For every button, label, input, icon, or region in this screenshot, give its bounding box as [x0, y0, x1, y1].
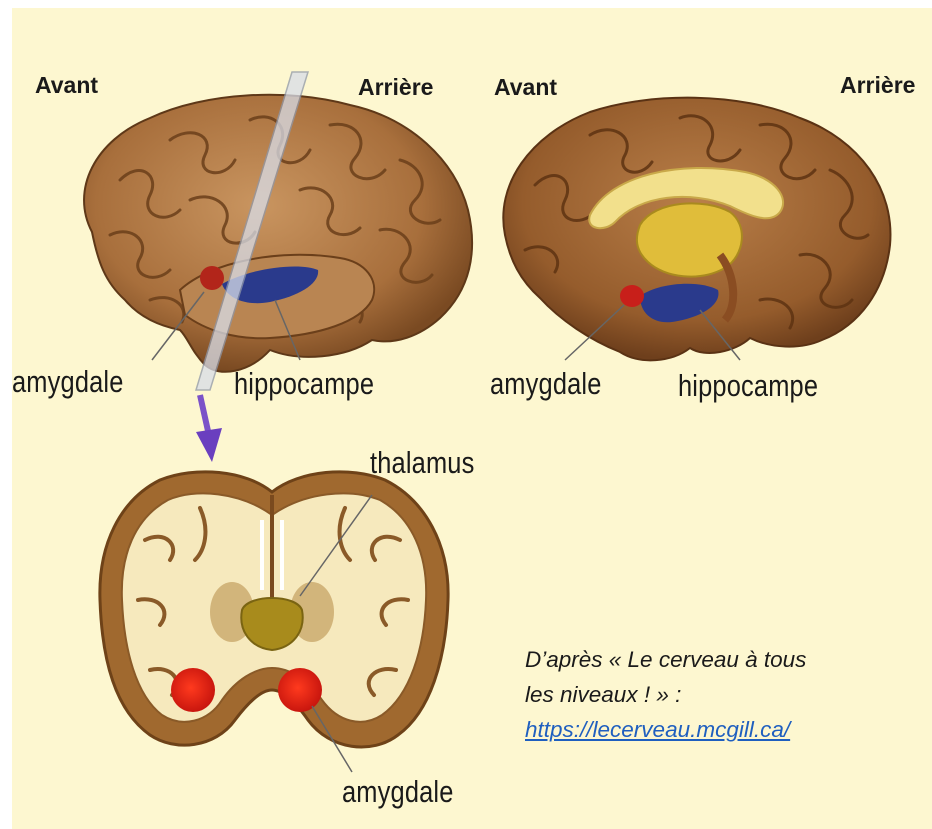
- credit-line-1: D’après « Le cerveau à tous: [525, 642, 915, 677]
- source-credit: D’après « Le cerveau à tous les niveaux …: [525, 642, 915, 747]
- lateral-amygdala: [200, 266, 224, 290]
- section-amygdala-right: [278, 668, 322, 712]
- label-front-right: Avant: [494, 74, 557, 101]
- label-back-left: Arrière: [358, 74, 433, 101]
- label-hippocampus-lateral: hippocampe: [234, 366, 374, 402]
- source-link[interactable]: https://lecerveau.mcgill.ca/: [525, 717, 790, 742]
- medial-brain: [503, 98, 890, 361]
- coronal-section: [100, 472, 448, 772]
- label-front-left: Avant: [35, 72, 98, 99]
- medial-amygdala: [620, 285, 644, 307]
- lateral-brain: [84, 72, 472, 462]
- label-hippocampus-medial: hippocampe: [678, 368, 818, 404]
- label-amygdala-medial: amygdale: [490, 366, 602, 402]
- section-amygdala-left: [171, 668, 215, 712]
- label-thalamus: thalamus: [370, 445, 474, 481]
- label-amygdala-section: amygdale: [342, 774, 454, 810]
- section-arrowhead: [196, 428, 222, 462]
- label-back-right: Arrière: [840, 72, 915, 99]
- label-amygdala-lateral: amygdale: [12, 364, 124, 400]
- credit-line-2: les niveaux ! » :: [525, 677, 915, 712]
